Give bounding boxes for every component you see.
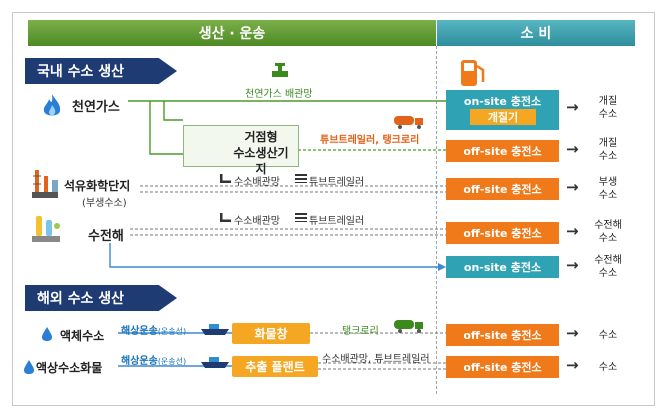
extraction-plant-box: 추출 플랜트 bbox=[232, 356, 318, 377]
section-divider bbox=[436, 46, 437, 394]
onsite-station-1: on-site 충전소 개질기 bbox=[446, 90, 559, 130]
result-5-b: 수소 bbox=[598, 268, 618, 279]
ship-icon bbox=[201, 324, 229, 335]
result-3-b: 수소 bbox=[598, 190, 618, 201]
arrow-1: → bbox=[566, 98, 579, 116]
trailer-icon bbox=[295, 174, 307, 183]
source-petrochem-sub: (부생수소) bbox=[82, 198, 127, 209]
result-4-b: 수소 bbox=[598, 233, 618, 244]
tank-lorry-icon-2 bbox=[394, 320, 423, 333]
result-6-a: 수소 bbox=[598, 330, 618, 341]
source-petrochem: 석유화학단지 bbox=[64, 179, 131, 193]
arrow-4: → bbox=[566, 222, 579, 240]
pipeline-tube-label: 수소배관망, 튜브트레일러 bbox=[322, 354, 430, 365]
hub-title-line1: 거점형 bbox=[244, 130, 278, 144]
marine-2-text: 해상운송 bbox=[121, 356, 158, 367]
ship-icon-2 bbox=[201, 357, 229, 368]
electrolysis-lab-icon bbox=[32, 216, 60, 242]
gas-flame-icon bbox=[43, 94, 61, 116]
tube-tank-label: 튜브트레일러, 탱크로리 bbox=[320, 135, 420, 146]
ng-line-to-hub-2 bbox=[163, 101, 183, 121]
offsite-station-6: off-site 충전소 bbox=[446, 324, 559, 346]
hub-title-line2: 수소생산기지 bbox=[233, 146, 289, 176]
water-drop-icon bbox=[42, 327, 52, 341]
tube-trailer-label-1: 튜브트레일러 bbox=[309, 177, 365, 188]
offsite-station-4: off-site 충전소 bbox=[446, 222, 559, 244]
marine-2-sub: (운송선) bbox=[157, 357, 187, 366]
consumption-header: 소 비 bbox=[437, 20, 635, 46]
result-6: 수소 bbox=[588, 329, 628, 342]
fuel-pump-icon bbox=[461, 60, 485, 86]
tube-trailer-label-2: 튜브트레일러 bbox=[309, 216, 365, 227]
marine-1-text: 해상운송 bbox=[121, 326, 158, 337]
marine-transport-label-1: 해상운송(운송선) bbox=[121, 322, 186, 337]
arrow-2: → bbox=[566, 140, 579, 158]
arrow-3: → bbox=[566, 178, 579, 196]
source-electrolysis: 수전해 bbox=[88, 229, 124, 244]
onsite-station-1-label: on-site 충전소 bbox=[463, 95, 542, 108]
elec-onsite-line bbox=[109, 243, 440, 268]
ng-line-to-hub bbox=[149, 101, 183, 155]
result-5-a: 수전해 bbox=[594, 255, 622, 266]
elec-onsite-arrowhead bbox=[438, 263, 446, 271]
result-2-b: 수소 bbox=[598, 151, 618, 162]
offsite-station-2: off-site 충전소 bbox=[446, 140, 559, 162]
pipe-icon bbox=[220, 174, 231, 183]
domestic-section-banner: 국내 수소 생산 bbox=[25, 58, 177, 84]
terminal-box: 화물창 bbox=[232, 323, 310, 344]
tank-lorry-label: 탱크로리 bbox=[342, 326, 379, 337]
result-7-a: 수소 bbox=[598, 362, 618, 373]
marine-transport-label-2: 해상운송(운송선) bbox=[121, 352, 186, 367]
h2-pipeline-label-2: 수소배관망 bbox=[234, 216, 280, 227]
ng-pipeline-label: 천연가스 배관망 bbox=[245, 89, 313, 100]
pipeline-valve-icon bbox=[272, 63, 288, 77]
arrow-5: → bbox=[566, 256, 579, 274]
hub-box: 거점형 수소생산기지 bbox=[183, 125, 299, 176]
result-2-a: 개질 bbox=[598, 138, 618, 149]
offsite-station-3: off-site 충전소 bbox=[446, 178, 559, 200]
source-liquid-hydrogen: 액체수소 bbox=[60, 329, 105, 343]
reformer-box: 개질기 bbox=[470, 109, 536, 125]
result-7: 수소 bbox=[588, 361, 628, 374]
offsite-station-7: off-site 충전소 bbox=[446, 356, 559, 378]
overseas-section-banner: 해외 수소 생산 bbox=[25, 285, 177, 311]
source-lohc: 액상수소화물 bbox=[36, 361, 103, 375]
result-3-a: 부생 bbox=[598, 177, 618, 188]
onsite-station-5: on-site 충전소 bbox=[446, 256, 559, 278]
refinery-icon bbox=[32, 170, 58, 198]
trailer-icon-2 bbox=[295, 213, 307, 222]
result-1-a: 개질 bbox=[598, 96, 618, 107]
h2-pipeline-label-1: 수소배관망 bbox=[234, 177, 280, 188]
water-drop-icon-2 bbox=[24, 360, 34, 374]
result-1-b: 수소 bbox=[598, 109, 618, 120]
result-4-a: 수전해 bbox=[594, 220, 622, 231]
arrow-6: → bbox=[566, 324, 579, 342]
tank-lorry-icon bbox=[394, 116, 423, 129]
pipe-icon-2 bbox=[220, 213, 231, 222]
arrow-7: → bbox=[566, 356, 579, 374]
production-header: 생산 · 운송 bbox=[28, 20, 436, 46]
marine-1-sub: (운송선) bbox=[157, 327, 187, 336]
source-natural-gas: 천연가스 bbox=[72, 100, 120, 115]
